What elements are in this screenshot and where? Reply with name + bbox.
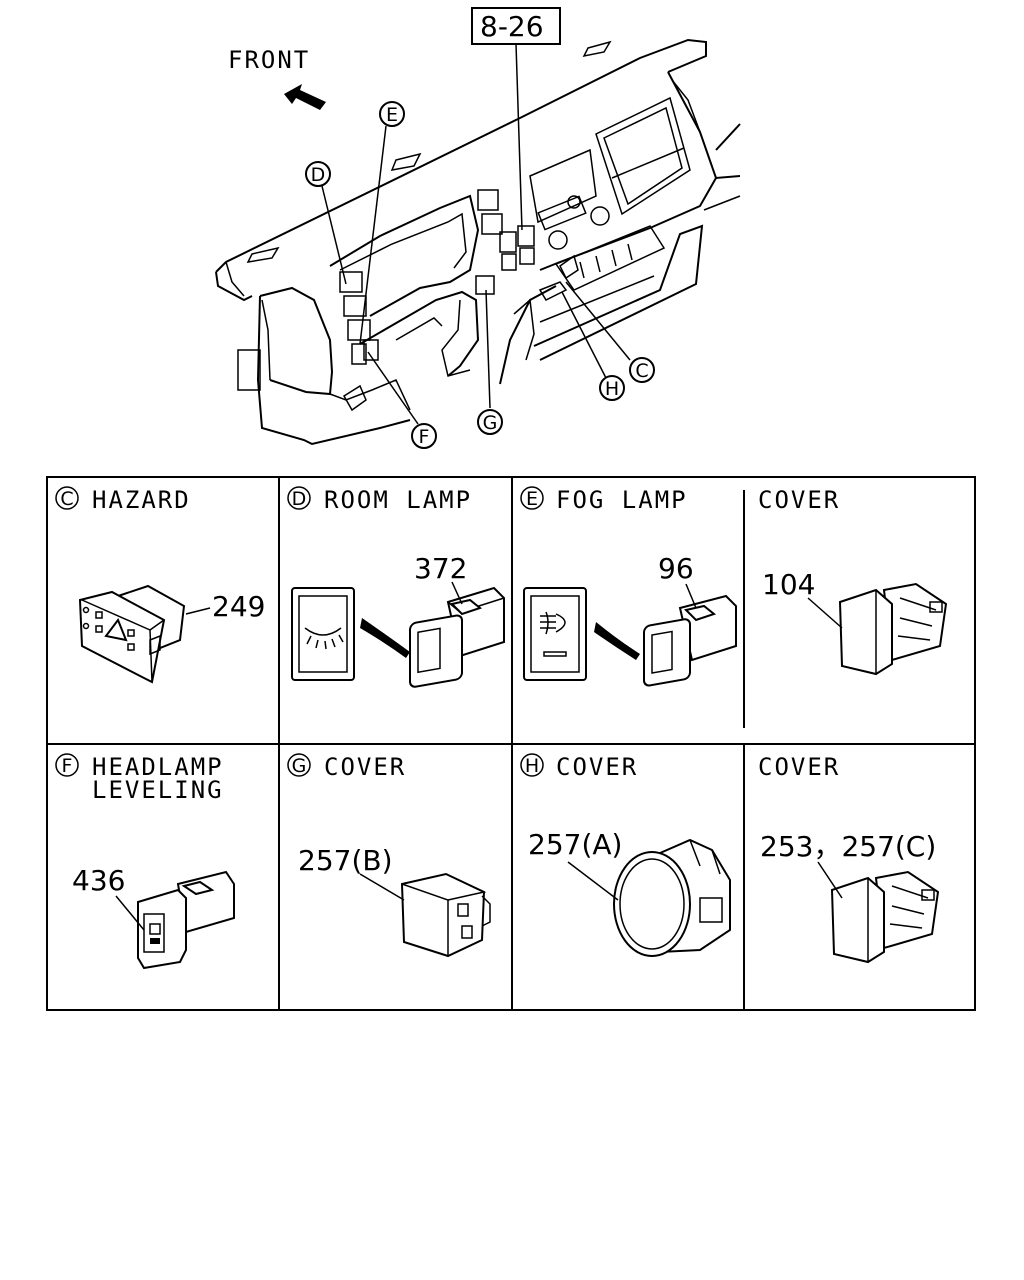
reference-box[interactable]: 8-26 [471,7,561,45]
panel-letter: G [292,755,307,777]
svg-text:F: F [419,426,430,448]
headlamp-leveling-switch-icon [137,870,235,970]
part-number: 257(A) [528,828,622,861]
callout-f[interactable]: F [411,423,437,449]
parts-grid [46,476,976,1011]
front-arrow-icon [284,84,326,110]
callout-e[interactable]: E [379,101,405,127]
part-number: 257(B) [298,844,393,877]
cover-253-257c-icon [830,870,940,964]
part-number: 96 [658,552,694,585]
panel-hazard: C HAZARD 249 [55,486,265,684]
panel-room-lamp: D ROOM LAMP 372 [287,486,505,688]
panel-title: FOG LAMP [556,486,688,514]
reference-box-text: 8-26 [480,10,544,43]
panel-cover-257b: G COVER 257(B) [287,753,491,958]
panel-cover-104: COVER 104 [758,486,948,676]
panel-letter: F [62,755,73,777]
panel-cover-257a: H COVER 257(A) [520,753,731,957]
callout-g[interactable]: G [477,409,503,435]
panel-letter: D [292,488,307,510]
front-label: FRONT [228,46,310,74]
panel-title: ROOM LAMP [324,486,472,514]
dashboard-overview: FRONT 8-26 [215,7,741,449]
panel-letter: H [525,755,539,777]
panel-cover-253-257c: COVER 253，257(C) [758,753,940,964]
part-number: 253，257(C) [760,830,936,863]
panel-title: HAZARD [92,486,191,514]
panel-title: HEADLAMP [92,753,224,781]
panel-letter: E [526,488,538,510]
part-number: 104 [762,568,815,601]
fog-lamp-symbol-icon [523,587,587,681]
hazard-switch-icon [78,584,186,684]
svg-text:H: H [605,378,619,400]
callout-d[interactable]: D [305,161,331,187]
panel-title: COVER [324,753,406,781]
part-number: 372 [414,552,467,585]
cover-257a-icon [613,838,731,957]
room-lamp-switch-icon [409,586,505,688]
callout-h[interactable]: H [599,375,625,401]
svg-text:E: E [386,104,398,126]
part-number: 249 [212,590,265,623]
panel-title: COVER [758,486,840,514]
arrow-icon [360,618,410,658]
cover-104-icon [838,582,948,676]
arrow-icon [594,622,640,660]
fog-lamp-switch-icon [643,594,737,687]
part-number: 436 [72,864,125,897]
panel-fog-lamp: E FOG LAMP 96 [520,486,737,687]
svg-text:D: D [311,164,326,186]
panel-letter: C [60,488,73,510]
callout-c[interactable]: C [629,357,655,383]
panel-title: COVER [758,753,840,781]
room-lamp-symbol-icon [291,587,355,681]
svg-text:C: C [635,360,648,382]
cover-257b-icon [400,872,491,958]
svg-text:G: G [483,412,498,434]
panel-headlamp-leveling: F HEADLAMP LEVELING 436 [55,753,235,970]
panel-title: COVER [556,753,638,781]
panel-title-line2: LEVELING [92,776,224,804]
